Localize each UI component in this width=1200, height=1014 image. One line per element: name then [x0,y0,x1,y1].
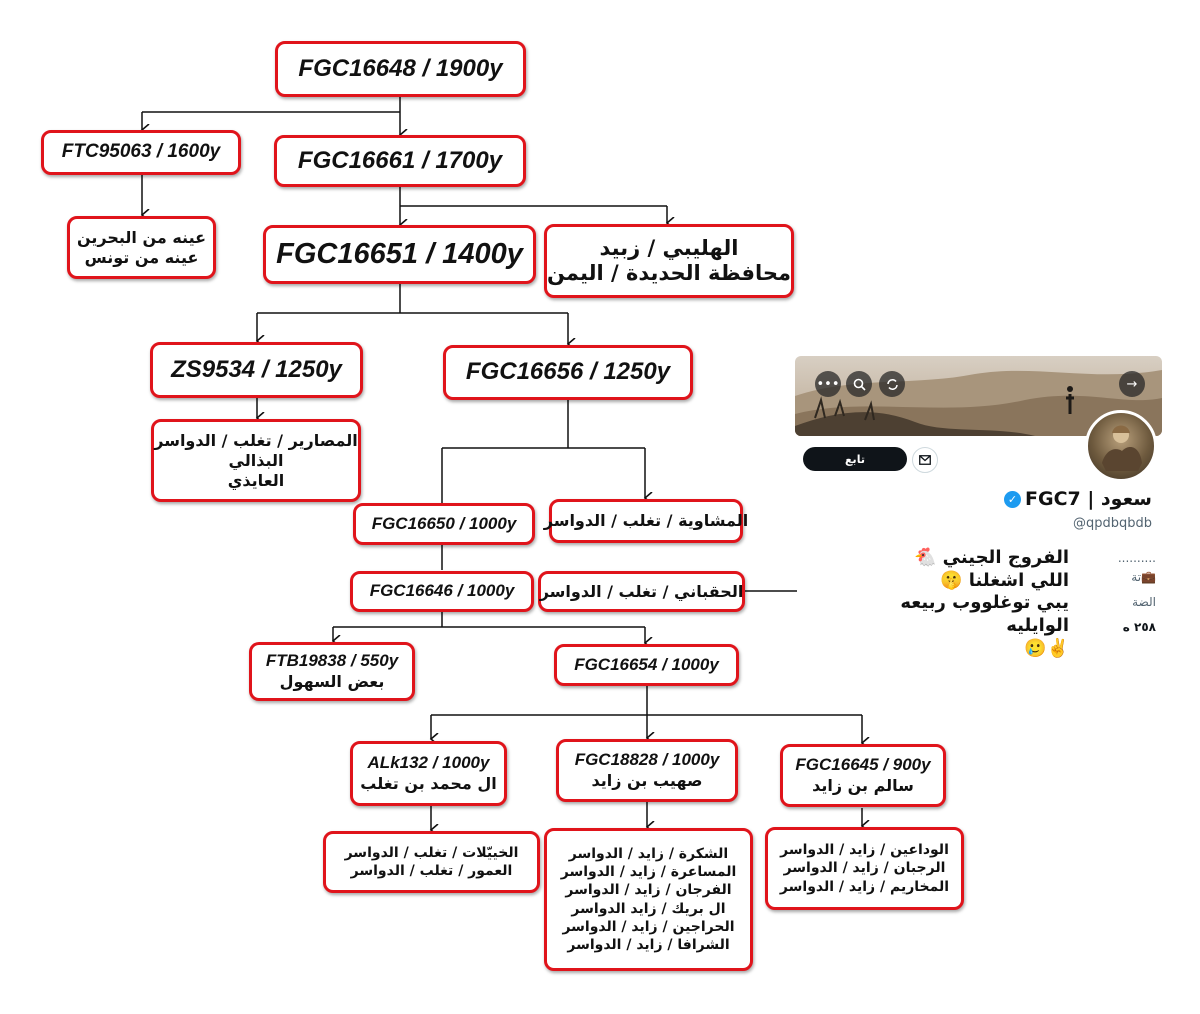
profile-side-text: تة [1131,570,1142,584]
node-label: ZS9534 / 1250y [171,355,342,383]
node-label: FGC16654 / 1000y [574,654,719,674]
node-ftc95063: FTC95063 / 1600y [41,130,241,175]
node-text-line: عينه من البحرين [76,227,207,247]
node-label: FGC16648 / 1900y [298,54,503,82]
profile-name-text: سعود | FGC7 [1025,488,1152,510]
bio-line: ✌️🥲 [1024,637,1069,659]
node-text-line: عينه من تونس [84,247,199,267]
node-fgc18828: FGC18828 / 1000y صهيب بن زايد [556,739,738,802]
node-text-line: الوداعين / زايد / الدواسر [780,842,949,859]
node-text-line: الشرافا / زايد / الدواسر [567,936,730,953]
node-text-line: العايذي [227,470,285,490]
node-text-line: محافظة الحديدة / اليمن [547,261,791,285]
more-icon[interactable]: ••• [815,371,841,397]
node-text-line: بعض السهول [279,671,385,691]
node-text-line: الخييّلات / تغلب / الدواسر [344,844,519,861]
node-ftc95063-samples: عينه من البحرين عينه من تونس [67,216,216,279]
follow-button[interactable]: تابع [803,447,907,471]
node-fgc16656: FGC16656 / 1250y [443,345,693,400]
profile-handle[interactable]: @qpdbqbdb [1072,516,1152,531]
node-label: FGC16650 / 1000y [371,513,517,533]
node-shukra: الشكرة / زايد / الدواسر المساعرة / زايد … [544,828,753,971]
node-text-line: الحراجين / زايد / الدواسر [562,918,735,935]
node-text-line: الهليبي / زبيد [599,235,739,260]
node-fgc16654: FGC16654 / 1000y [554,644,739,686]
node-label: FGC16661 / 1700y [297,146,503,174]
node-text-line: المصارير / تغلب / الدواسر [154,430,358,450]
node-fgc16651: FGC16651 / 1400y [263,225,536,284]
node-hulaibi: الهليبي / زبيد محافظة الحديدة / اليمن [544,224,794,298]
node-text-line: المخاريم / زايد / الدواسر [779,878,950,895]
avatar-image [1102,425,1142,471]
node-alk132: ALk132 / 1000y ال محمد بن تغلب [350,741,507,806]
node-text-line: البذالي [228,450,284,470]
bio-line: اللي اشغلنا 🤫 [940,569,1069,591]
node-fgc16650: FGC16650 / 1000y [353,503,535,545]
node-fgc16646: FGC16646 / 1000y [350,571,534,612]
node-text-line: العمور / تغلب / الدواسر [350,863,513,879]
bio-line: الفروج الجيني 🐔 [914,547,1069,568]
verified-badge-icon: ✓ [1004,491,1021,508]
node-label: FGC16645 / 900y [795,755,931,775]
node-text-line: المشاوية / تغلب / الدواسر [543,511,749,530]
profile-bio: الفروج الجيني 🐔 اللي اشغلنا 🤫 يبي توغلوو… [861,547,1069,660]
node-text-line: ال محمد بن تغلب [360,773,497,793]
node-fgc16648: FGC16648 / 1900y [275,41,526,97]
node-label: ALk132 / 1000y [367,753,490,773]
node-haqbani: الحقباني / تغلب / الدواسر [538,571,745,612]
node-label: FGC16651 / 1400y [276,238,523,271]
node-label: FGC16646 / 1000y [369,581,515,601]
node-mashawiya: المشاوية / تغلب / الدواسر [544,499,748,543]
mail-icon[interactable] [912,447,938,473]
node-label: FTC95063 / 1600y [61,141,221,163]
node-zs9534: ZS9534 / 1250y [150,342,363,398]
node-zs9534-lineages: المصارير / تغلب / الدواسر البذالي العايذ… [151,419,361,502]
node-label: FTB19838 / 550y [265,651,399,671]
node-fgc16661: FGC16661 / 1700y [274,135,526,187]
node-text-line: المساعرة / زايد / الدواسر [560,864,737,881]
node-label: FGC18828 / 1000y [574,750,720,770]
repost-icon[interactable] [879,371,905,397]
node-text-line: الفرجان / زايد / الدواسر [565,882,732,899]
bio-line: يبي توغلووب ربيعه الوايليه [900,592,1069,637]
profile-side-dots: .......... [1117,551,1156,565]
profile-side-joined: الضة [1132,595,1156,609]
node-wadaeen: الوداعين / زايد / الدواسر الرجبان / زايد… [765,827,964,910]
node-text-line: الرجبان / زايد / الدواسر [783,860,946,877]
node-text-line: الشكرة / زايد / الدواسر [568,845,729,862]
node-label: FGC16656 / 1250y [465,358,671,386]
node-ftb19838: FTB19838 / 550y بعض السهول [249,642,415,701]
profile-side-count: ٢٥٨ ه [1122,620,1156,634]
node-text-line: ال بريك / زايد الدواسر [571,900,726,917]
node-khuyailat: الخييّلات / تغلب / الدواسر العمور / تغلب… [323,831,540,893]
profile-side-job: 💼تة [1131,570,1156,584]
arrow-right-icon[interactable]: → [1119,371,1145,397]
briefcase-icon: 💼 [1141,570,1156,584]
node-text-line: الحقباني / تغلب / الدواسر [539,581,744,601]
node-text-line: صهيب بن زايد [591,770,703,790]
search-icon[interactable] [846,371,872,397]
node-fgc16645: FGC16645 / 900y سالم بن زايد [780,744,946,807]
node-text-line: سالم بن زايد [812,775,914,795]
profile-card: ••• → تابع سعود | FGC7✓ @qpdbqbdb الفروج… [795,356,1162,659]
profile-name: سعود | FGC7✓ [1000,488,1152,510]
avatar[interactable] [1085,410,1157,482]
